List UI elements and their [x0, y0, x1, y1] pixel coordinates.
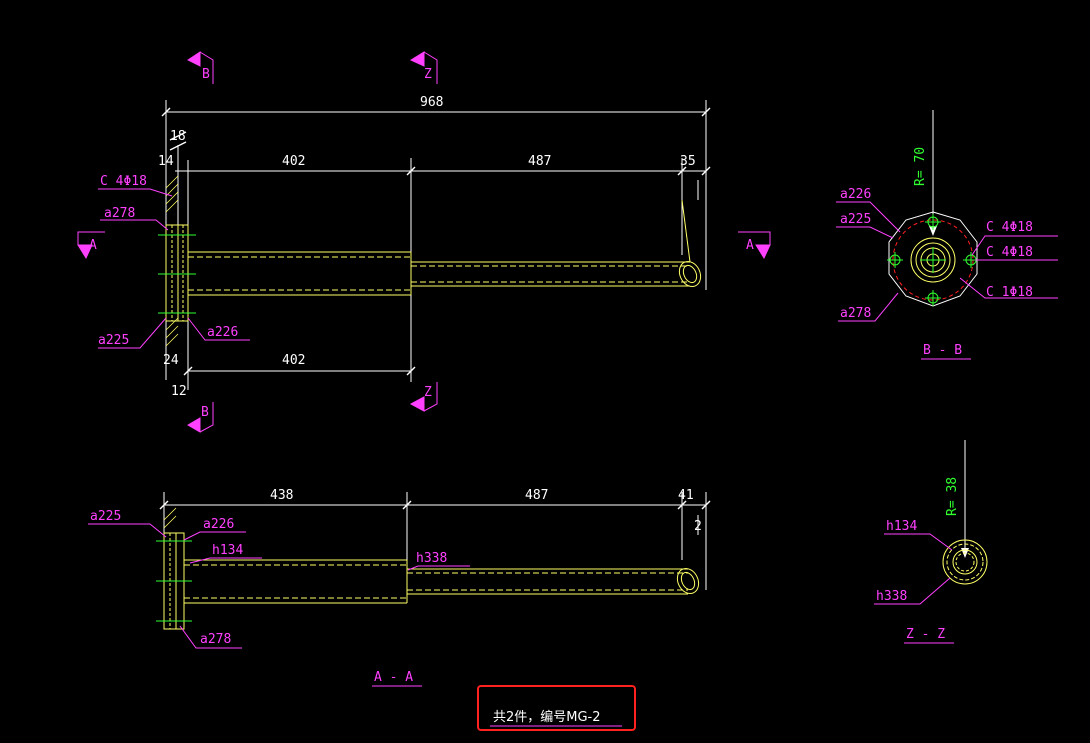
- title-zz: Z - Z: [906, 627, 945, 642]
- note-bb-2: C 4Φ18: [986, 245, 1033, 260]
- label-h338-aa: h338: [416, 551, 447, 566]
- section-view-bb: R= 70 a226 a225 a278 C 4Φ18: [836, 110, 1058, 360]
- quantity-note: 共2件，编号MG-2: [493, 710, 601, 725]
- section-mark-z-top: [409, 51, 438, 84]
- section-mark-a-left: [77, 231, 105, 260]
- section-mark-b-bottom-label: B: [201, 405, 209, 420]
- dim-487-top: 487: [528, 154, 551, 169]
- label-a278-aa: a278: [200, 632, 231, 647]
- bb-radius-label: R= 70: [913, 147, 928, 186]
- title-aa: A - A: [374, 670, 413, 685]
- label-a278-bb: a278: [840, 306, 871, 321]
- section-mark-a-right: [738, 231, 771, 260]
- label-hole-note-top: C 4Φ18: [100, 174, 147, 189]
- dim-overall-length: 968: [420, 95, 443, 110]
- note-highlight-box: [477, 685, 636, 731]
- section-mark-z-bottom: [409, 382, 438, 412]
- section-mark-b-bottom: [187, 402, 214, 433]
- dim-402-bottom: 402: [282, 353, 305, 368]
- section-mark-z-bottom-label: Z: [424, 385, 432, 400]
- label-a225-top: a225: [98, 333, 129, 348]
- dim-12: 12: [171, 384, 187, 399]
- label-h338-zz: h338: [876, 589, 907, 604]
- note-bb-3: C 1Φ18: [986, 285, 1033, 300]
- label-a225-aa: a225: [90, 509, 121, 524]
- label-h134-aa: h134: [212, 543, 243, 558]
- dim-18: 18: [170, 129, 186, 144]
- section-mark-b-top-label: B: [202, 67, 210, 82]
- section-mark-z-top-label: Z: [424, 67, 432, 82]
- title-bb: B - B: [923, 343, 962, 358]
- zz-radius-label: R= 38: [945, 477, 960, 516]
- dim-35: 35: [680, 154, 696, 169]
- dim-402-top: 402: [282, 154, 305, 169]
- dim-24: 24: [163, 353, 179, 368]
- note-bb-1: C 4Φ18: [986, 220, 1033, 235]
- dim-438: 438: [270, 488, 293, 503]
- label-a226-top: a226: [207, 325, 238, 340]
- dim-487-aa: 487: [525, 488, 548, 503]
- label-a225-bb: a225: [840, 212, 871, 227]
- dim-2: 2: [694, 519, 702, 534]
- dim-41: 41: [678, 488, 694, 503]
- section-mark-b-top: [187, 51, 214, 84]
- dim-14: 14: [158, 154, 174, 169]
- section-mark-a-right-label: A: [746, 238, 754, 253]
- section-view-aa: 438 487 41 2: [88, 488, 711, 687]
- label-a226-bb: a226: [840, 187, 871, 202]
- section-mark-a-left-label: A: [89, 238, 97, 253]
- section-view-zz: R= 38 h134 h338 Z - Z: [874, 440, 988, 644]
- top-view: 968 18 14 402 487 35 402 24 12: [98, 95, 711, 399]
- label-a278-top: a278: [104, 206, 135, 221]
- label-a226-aa: a226: [203, 517, 234, 532]
- label-h134-zz: h134: [886, 519, 917, 534]
